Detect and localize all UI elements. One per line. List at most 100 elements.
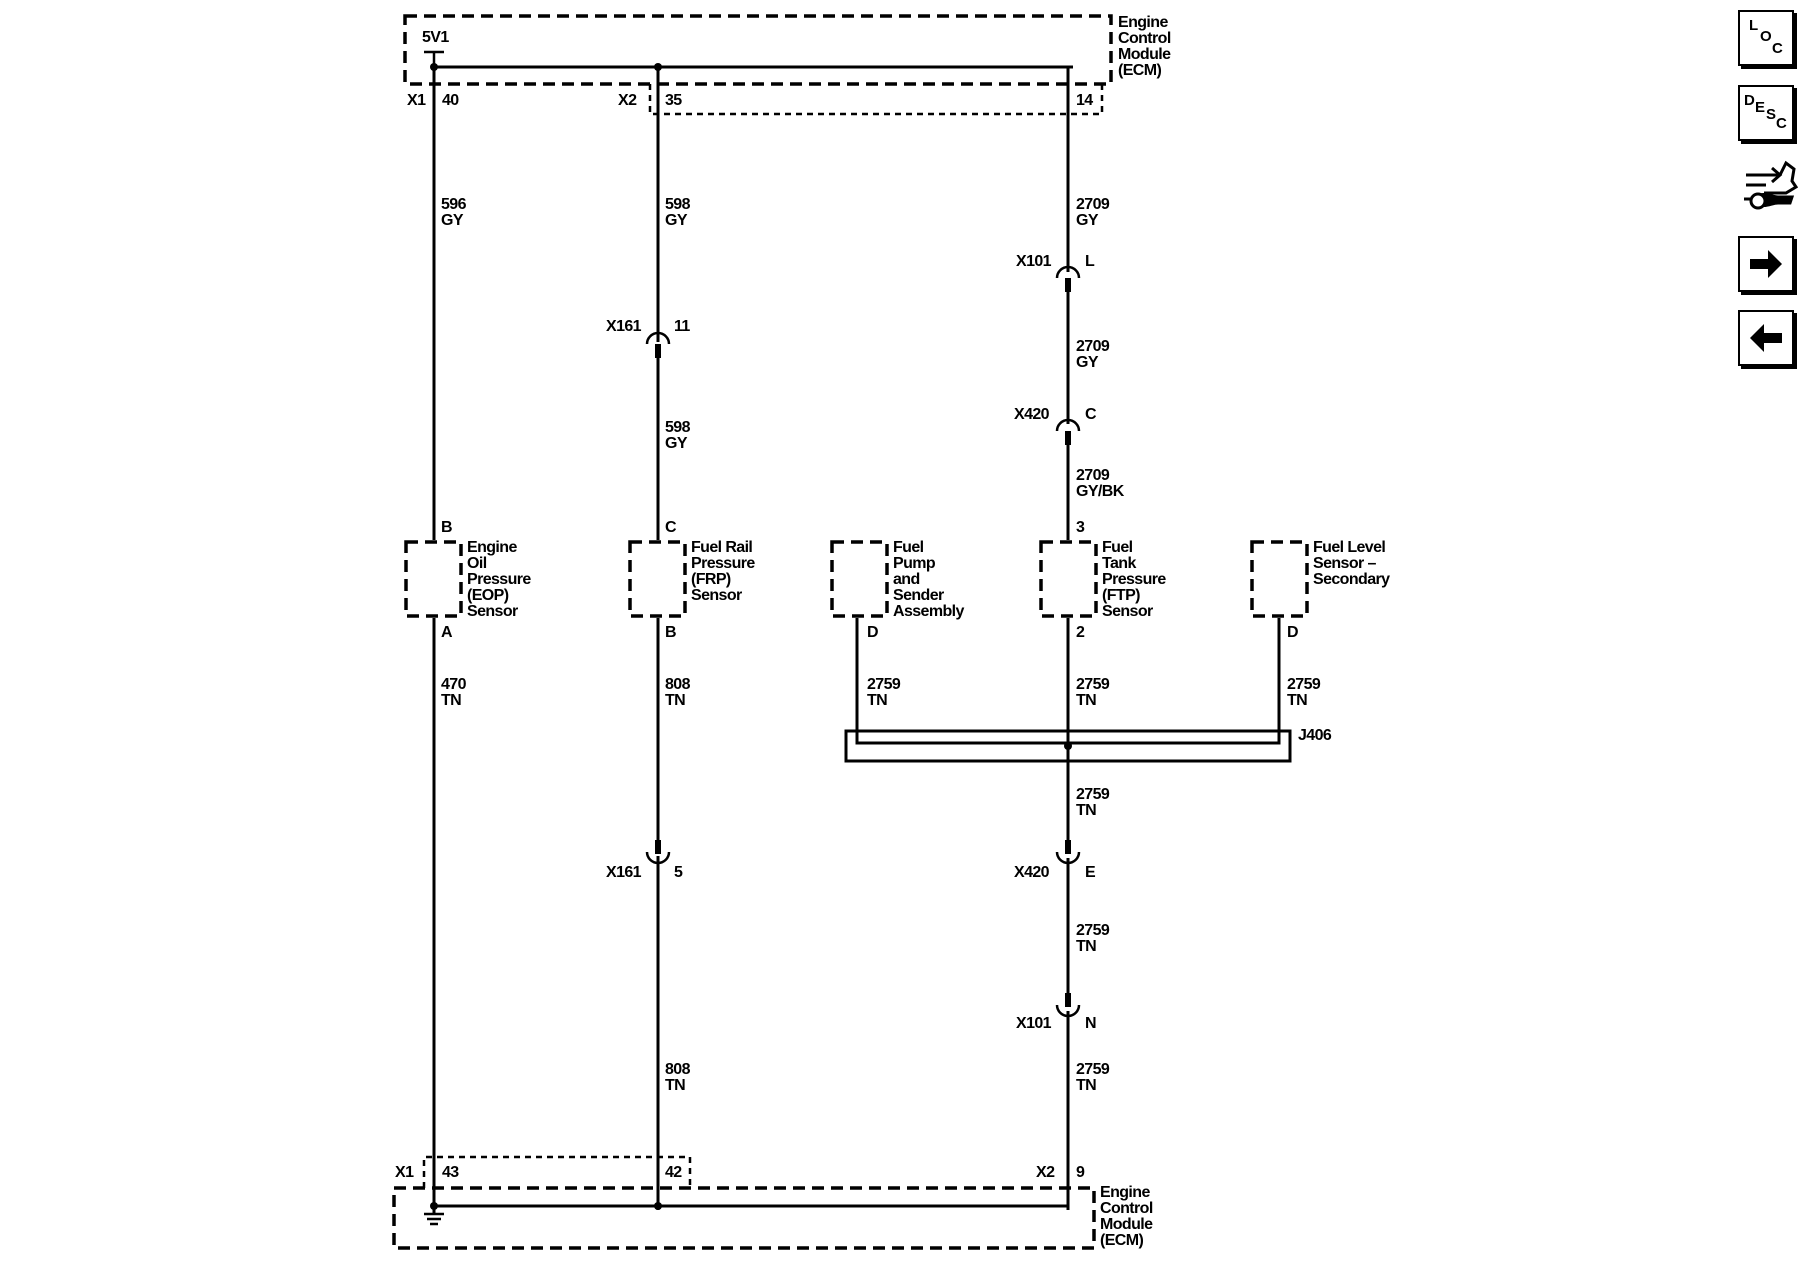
svg-text:Pump: Pump xyxy=(893,555,936,572)
svg-text:Fuel Level: Fuel Level xyxy=(1313,539,1385,556)
ecm-top-name: Engine Control Module (ECM) xyxy=(1118,14,1172,79)
circuit-number: 2709 xyxy=(1076,196,1110,213)
circuit-number: 808 xyxy=(665,676,691,693)
pin-label: 5 xyxy=(674,864,683,881)
circuit-number: 2759 xyxy=(1076,1061,1110,1078)
fuel-pump-label: Fuel Pump and Sender Assembly xyxy=(893,539,965,620)
next-page-button[interactable] xyxy=(1738,236,1794,292)
wire-2759-pump-to-j406 xyxy=(855,618,1068,745)
svg-text:and: and xyxy=(893,571,920,588)
frp-sensor-label: Fuel Rail Pressure (FRP) Sensor xyxy=(691,539,756,604)
eop-sensor-box xyxy=(404,540,463,618)
svg-text:(ECM): (ECM) xyxy=(1100,1232,1143,1249)
wire-color: TN xyxy=(441,692,461,709)
pin-label: L xyxy=(1085,253,1095,270)
wire-2759-level-to-j406 xyxy=(1068,618,1281,745)
svg-text:Module: Module xyxy=(1118,46,1171,63)
pin-label: D xyxy=(867,624,878,641)
splice-name: J406 xyxy=(1298,727,1332,744)
circuit-number: 2709 xyxy=(1076,467,1110,484)
svg-text:Sensor: Sensor xyxy=(467,603,518,620)
connector-label-x1-top: X1 xyxy=(407,92,426,109)
desc-letter: C xyxy=(1776,115,1787,132)
pin-label: N xyxy=(1085,1015,1096,1032)
svg-text:Assembly: Assembly xyxy=(893,603,964,620)
pin-label: 2 xyxy=(1076,624,1085,641)
svg-text:Pressure: Pressure xyxy=(691,555,755,572)
arrow-right-icon xyxy=(1750,250,1782,278)
pin-label: 35 xyxy=(665,92,682,109)
pin-label: A xyxy=(441,624,453,641)
x101-pin-block xyxy=(1065,278,1071,292)
loc-letter: C xyxy=(1772,40,1783,57)
svg-text:Engine: Engine xyxy=(467,539,517,556)
wire-color: TN xyxy=(1076,1077,1096,1094)
svg-text:Fuel Rail: Fuel Rail xyxy=(691,539,752,556)
svg-text:Pressure: Pressure xyxy=(467,571,531,588)
circuit-number: 2759 xyxy=(1076,676,1110,693)
svg-text:Control: Control xyxy=(1118,30,1171,47)
svg-text:Tank: Tank xyxy=(1102,555,1136,572)
svg-text:Sensor –: Sensor – xyxy=(1313,555,1376,572)
pin-label: 11 xyxy=(674,318,690,335)
ground-icon xyxy=(424,1212,444,1226)
wire-color: TN xyxy=(1076,802,1096,819)
power-label: 5V1 xyxy=(422,29,449,46)
pin-label: 43 xyxy=(442,1164,459,1181)
ftp-sensor-label: Fuel Tank Pressure (FTP) Sensor xyxy=(1102,539,1167,620)
x161-pin-block xyxy=(655,840,661,854)
fuel-level-sensor-box xyxy=(1250,540,1309,618)
circuit-number: 2759 xyxy=(1287,676,1321,693)
circuit-number: 470 xyxy=(441,676,467,693)
pin-label: D xyxy=(1287,624,1298,641)
circuit-number: 2759 xyxy=(1076,922,1110,939)
eop-sensor-label: Engine Oil Pressure (EOP) Sensor xyxy=(467,539,532,620)
svg-text:(ECM): (ECM) xyxy=(1118,62,1161,79)
wire-color: TN xyxy=(1287,692,1307,709)
svg-text:Sensor: Sensor xyxy=(691,587,742,604)
wire-color: TN xyxy=(1076,938,1096,955)
loc-letter: L xyxy=(1749,17,1759,34)
pin-label: C xyxy=(665,519,677,536)
svg-text:Pressure: Pressure xyxy=(1102,571,1166,588)
svg-text:(FTP): (FTP) xyxy=(1102,587,1140,604)
frp-sensor-box xyxy=(628,540,687,618)
loc-letter: O xyxy=(1760,28,1772,45)
circuit-number: 596 xyxy=(441,196,467,213)
ecm-bottom-x2-connector xyxy=(422,1155,692,1188)
pin-label: 14 xyxy=(1076,92,1093,109)
desc-letter: E xyxy=(1755,99,1766,116)
ecm-bottom-housing xyxy=(392,1186,1096,1250)
svg-text:(EOP): (EOP) xyxy=(467,587,509,604)
connector-wrench-button[interactable] xyxy=(1736,155,1799,217)
pin-label: B xyxy=(665,624,676,641)
previous-page-button[interactable] xyxy=(1738,310,1794,366)
wire-color: TN xyxy=(665,692,685,709)
inline-connector-name: X161 xyxy=(606,318,642,335)
desc-letter: D xyxy=(1744,92,1755,109)
wire-color: TN xyxy=(665,1077,685,1094)
location-button[interactable]: L O C xyxy=(1738,10,1794,66)
wire-color: TN xyxy=(867,692,887,709)
pin-label: 40 xyxy=(442,92,459,109)
pin-label: E xyxy=(1085,864,1096,881)
svg-text:Module: Module xyxy=(1100,1216,1153,1233)
x101-pin-block xyxy=(1065,993,1071,1007)
svg-text:Fuel: Fuel xyxy=(893,539,924,556)
wire-color: GY xyxy=(1076,354,1099,371)
circuit-number: 598 xyxy=(665,419,691,436)
x101-connector-symbol xyxy=(1055,265,1081,279)
inline-connector-name: X420 xyxy=(1014,864,1050,881)
inline-connector-name: X420 xyxy=(1014,406,1050,423)
description-button[interactable]: D E S C xyxy=(1738,85,1794,141)
wire-color: TN xyxy=(1076,692,1096,709)
svg-text:Sender: Sender xyxy=(893,587,944,604)
desc-letter: S xyxy=(1766,106,1777,123)
inline-connector-name: X101 xyxy=(1016,253,1052,270)
svg-text:Engine: Engine xyxy=(1100,1184,1150,1201)
connector-label-x1-bottom: X1 xyxy=(395,1164,414,1181)
svg-text:Fuel: Fuel xyxy=(1102,539,1133,556)
location-icon: L O C xyxy=(1740,12,1792,64)
wire-color: GY xyxy=(665,435,688,452)
ecm-top-housing xyxy=(403,14,1113,86)
